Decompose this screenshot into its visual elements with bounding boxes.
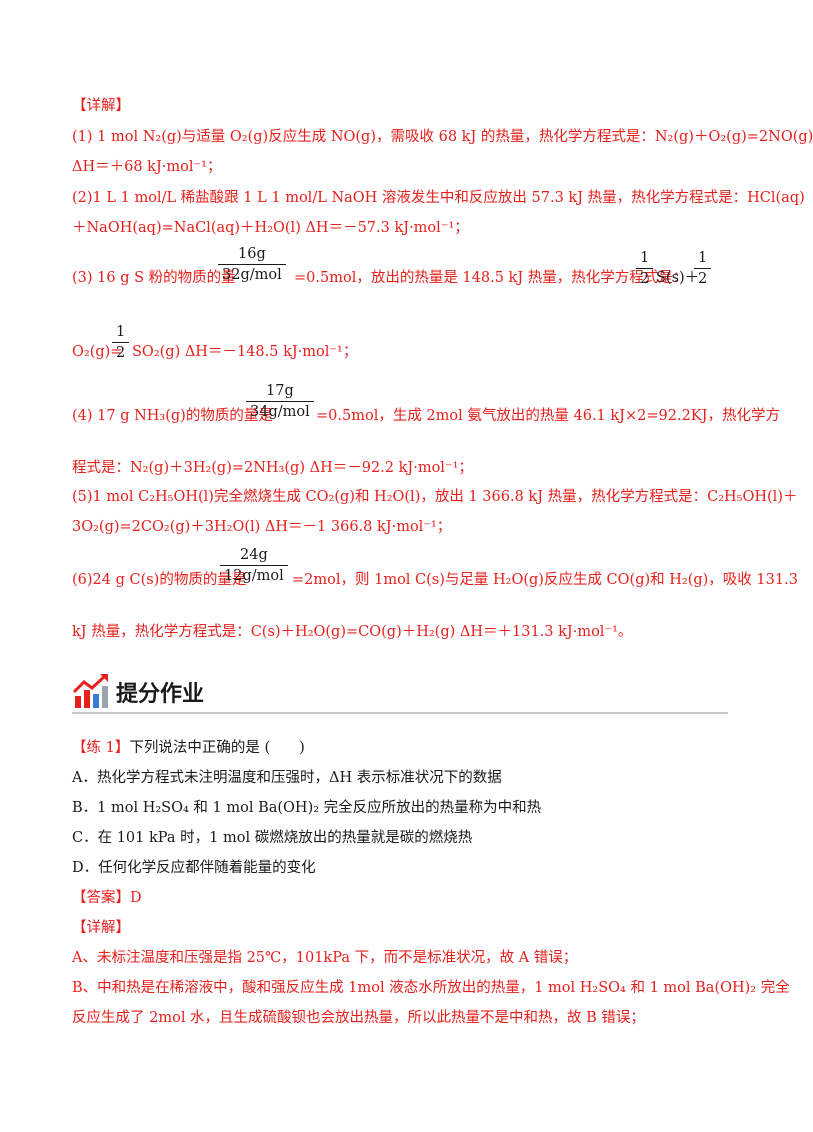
q2-line2: ＋NaOH(aq)=NaCl(aq)＋H₂O(l) ΔH＝－57.3 kJ·mo…	[72, 220, 469, 236]
q5-line2: 3O₂(g)=2CO₂(g)＋3H₂O(l) ΔH＝－1 366.8 kJ·mo…	[72, 519, 452, 535]
explanation-b-line2: 反应生成了 2mol 水，且生成硫酸钡也会放出热量，所以此热量不是中和热，故 B…	[72, 1010, 645, 1026]
q4-fraction-bar	[246, 401, 314, 402]
exercise-question: 下列说法中正确的是 ( )	[129, 740, 305, 756]
q6-prefix: (6)24 g C(s)的物质的量是	[72, 572, 247, 588]
option-c: C．在 101 kPa 时，1 mol 碳燃烧放出的热量就是碳的燃烧热	[72, 830, 473, 846]
answer-value: D	[130, 890, 142, 906]
q1-line1: (1) 1 mol N₂(g)与适量 O₂(g)反应生成 NO(g)，需吸收 6…	[72, 129, 813, 145]
q3-fraction-denominator: 32g/mol	[222, 267, 282, 283]
fraction-numerator: 1	[640, 250, 650, 266]
detail-header: 【详解】	[72, 98, 130, 114]
q4-fraction-denominator: 34g/mol	[250, 404, 310, 420]
q3-line2-suffix: SO₂(g) ΔH＝－148.5 kJ·mol⁻¹；	[132, 344, 358, 360]
q3-line2-prefix: O₂(g)=	[72, 344, 123, 360]
explanation-b-line1: B、中和热是在稀溶液中，酸和强反应生成 1mol 液态水所放出的热量，1 mol…	[72, 980, 790, 996]
exercise-question-line: 【练 1】下列说法中正确的是 ( )	[72, 738, 305, 758]
q3-suffix: =0.5mol，放出的热量是 148.5 kJ 热量，热化学方程式是：	[294, 270, 688, 286]
explanation-a: A、未标注温度和压强是指 25℃，101kPa 下，而不是标准状况，故 A 错误…	[72, 950, 578, 966]
fraction-denominator: 2	[116, 345, 126, 361]
section-title: 提分作业	[116, 682, 205, 707]
q3-half-fraction-1: 1 2	[636, 250, 654, 287]
q6-suffix: =2mol，则 1mol C(s)与足量 H₂O(g)反应生成 CO(g)和 H…	[292, 572, 798, 588]
q3-fraction: 16g 32g/mol	[218, 246, 286, 283]
option-a: A．热化学方程式未注明温度和压强时，ΔH 表示标准状况下的数据	[72, 770, 502, 786]
q4-fraction-numerator: 17g	[266, 383, 294, 399]
fraction-denominator: 2	[698, 271, 708, 287]
q6-fraction-bar	[220, 565, 288, 566]
option-d: D．任何化学反应都伴随着能量的变化	[72, 860, 316, 876]
answer-line: 【答案】D	[72, 888, 142, 908]
fraction-bar	[694, 268, 712, 269]
fraction-bar	[636, 268, 654, 269]
q4-line2: 程式是：N₂(g)＋3H₂(g)=2NH₃(g) ΔH＝－92.2 kJ·mol…	[72, 460, 473, 476]
fraction-denominator: 2	[640, 271, 650, 287]
fraction-bar	[112, 342, 130, 343]
q4-prefix: (4) 17 g NH₃(g)的物质的量是	[72, 408, 273, 424]
q3-ss: S(s)＋	[656, 270, 700, 286]
answer-label: 【答案】	[72, 890, 130, 906]
q6-fraction-numerator: 24g	[240, 547, 268, 563]
q4-suffix: =0.5mol，生成 2mol 氨气放出的热量 46.1 kJ×2=92.2KJ…	[316, 408, 780, 424]
fraction-numerator: 1	[698, 250, 708, 266]
q3-prefix: (3) 16 g S 粉的物质的量	[72, 270, 236, 286]
fraction-numerator: 1	[116, 324, 126, 340]
q6-line2: kJ 热量，热化学方程式是：C(s)＋H₂O(g)=CO(g)＋H₂(g) ΔH…	[72, 624, 633, 640]
chart-growth-icon	[72, 674, 108, 708]
q2-line1: (2)1 L 1 mol/L 稀盐酸跟 1 L 1 mol/L NaOH 溶液发…	[72, 190, 805, 206]
q3-half-fraction-3: 1 2	[112, 324, 130, 361]
detail-header-2: 【详解】	[72, 920, 130, 936]
section-divider	[72, 712, 728, 714]
q5-line1: (5)1 mol C₂H₅OH(l)完全燃烧生成 CO₂(g)和 H₂O(l)，…	[72, 489, 798, 505]
q6-fraction-denominator: 12g/mol	[224, 568, 284, 584]
q1-line2: ΔH＝＋68 kJ·mol⁻¹；	[72, 159, 222, 175]
q6-fraction: 24g 12g/mol	[220, 547, 288, 584]
q3-half-fraction-2: 1 2	[694, 250, 712, 287]
exercise-label: 【练 1】	[72, 740, 130, 756]
q3-fraction-numerator: 16g	[238, 246, 266, 262]
q4-fraction: 17g 34g/mol	[246, 383, 314, 420]
section-heading: 提分作业	[72, 670, 728, 714]
q3-fraction-bar	[218, 264, 286, 265]
option-b: B．1 mol H₂SO₄ 和 1 mol Ba(OH)₂ 完全反应所放出的热量…	[72, 800, 542, 816]
